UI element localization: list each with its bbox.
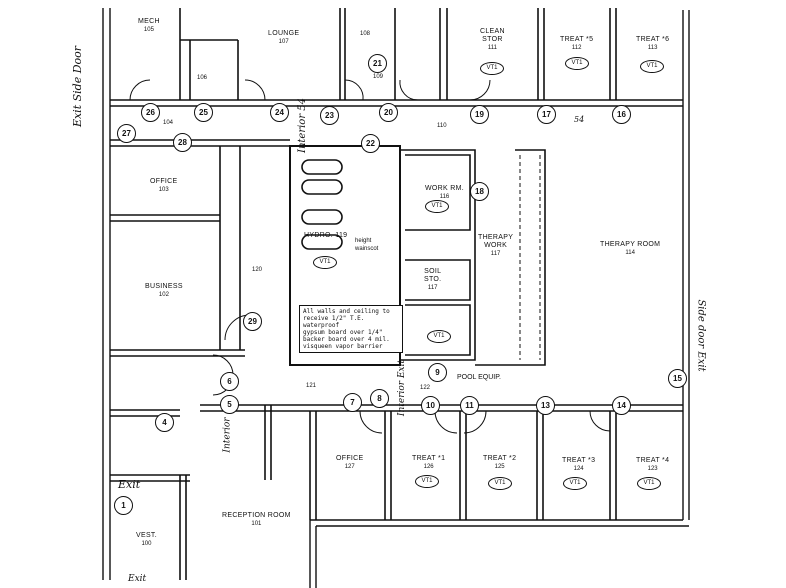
exterior-wall — [309, 520, 317, 588]
room-label-108: 108 — [360, 31, 371, 37]
door-tag-28: 28 — [173, 133, 192, 152]
vt-tag: VT1 — [425, 200, 449, 213]
door-tag-23: 23 — [320, 106, 339, 125]
exit-note-bottom: Exit — [118, 478, 141, 491]
door-tag-25: 25 — [194, 103, 213, 122]
dimension-note-54: 54 — [574, 115, 585, 124]
vt-tag: VT1 — [640, 60, 664, 73]
pool-tub — [301, 234, 343, 250]
door-tag-1: 1 — [114, 496, 133, 515]
door-tag-24: 24 — [270, 103, 289, 122]
height-label: height — [355, 238, 372, 244]
door-tag-22: 22 — [361, 134, 380, 153]
door-tag-7: 7 — [343, 393, 362, 412]
pool-tub — [301, 179, 343, 195]
room-label-vest: VEST.100 — [136, 532, 157, 547]
room-label-104: 104 — [163, 120, 174, 126]
door-tag-19: 19 — [470, 105, 489, 124]
pool-equip-label: POOL EQUIP. — [457, 374, 501, 381]
door-tag-4: 4 — [155, 413, 174, 432]
door-tag-15: 15 — [668, 369, 687, 388]
room-label-106: 106 — [197, 75, 208, 81]
room-label-121: 121 — [306, 383, 317, 389]
door-tag-26: 26 — [141, 103, 160, 122]
door-tag-29: 29 — [243, 312, 262, 331]
door-tag-13: 13 — [536, 396, 555, 415]
door-tag-14: 14 — [612, 396, 631, 415]
room-label-120: 120 — [252, 267, 263, 273]
pool-tub — [301, 209, 343, 225]
vt-tag: VT1 — [488, 477, 512, 490]
exit-note-lower: Exit — [128, 574, 147, 584]
exterior-wall — [102, 8, 111, 580]
door-tag-20: 20 — [379, 103, 398, 122]
interior-note-top: Interior 54 — [297, 97, 309, 154]
wall-spec-note: All walls and ceiling to receive 1/2" T.… — [299, 305, 403, 353]
vt-tag: VT1 — [427, 330, 451, 343]
exterior-wall — [682, 10, 690, 520]
vt-tag: VT1 — [415, 475, 439, 488]
door-tag-5: 5 — [220, 395, 239, 414]
interior-note-left: Interior — [222, 417, 233, 453]
door-tag-9: 9 — [428, 363, 447, 382]
vt-tag: VT1 — [563, 477, 587, 490]
room-label-122: 122 — [420, 385, 431, 391]
interior-exit-note: Interior Exit — [397, 359, 408, 417]
door-tag-8: 8 — [370, 389, 389, 408]
room-label-hydro: HYDRO. 119 — [304, 232, 348, 239]
door-tag-10: 10 — [421, 396, 440, 415]
door-tag-18: 18 — [470, 182, 489, 201]
door-tag-21: 21 — [368, 54, 387, 73]
door-tag-27: 27 — [117, 124, 136, 143]
door-tag-6: 6 — [220, 372, 239, 391]
wainscot-label: wainscot — [355, 246, 379, 252]
vt-tag: VT1 — [313, 256, 337, 269]
vt-tag: VT1 — [637, 477, 661, 490]
exit-side-door-note: Exit Side Door — [71, 45, 85, 128]
pool-tub — [301, 159, 343, 175]
door-tag-17: 17 — [537, 105, 556, 124]
door-tag-11: 11 — [460, 396, 479, 415]
door-tag-16: 16 — [612, 105, 631, 124]
side-door-exit-note: Side door Exit — [695, 299, 707, 372]
room-label-110: 110 — [437, 123, 447, 129]
vt-tag: VT1 — [480, 62, 504, 75]
vt-tag: VT1 — [565, 57, 589, 70]
room-label-109: 109 — [373, 74, 384, 80]
exterior-wall — [310, 519, 689, 527]
corridor-wall — [110, 139, 290, 147]
room-label-work-rm: WORK RM.116 — [425, 185, 464, 200]
